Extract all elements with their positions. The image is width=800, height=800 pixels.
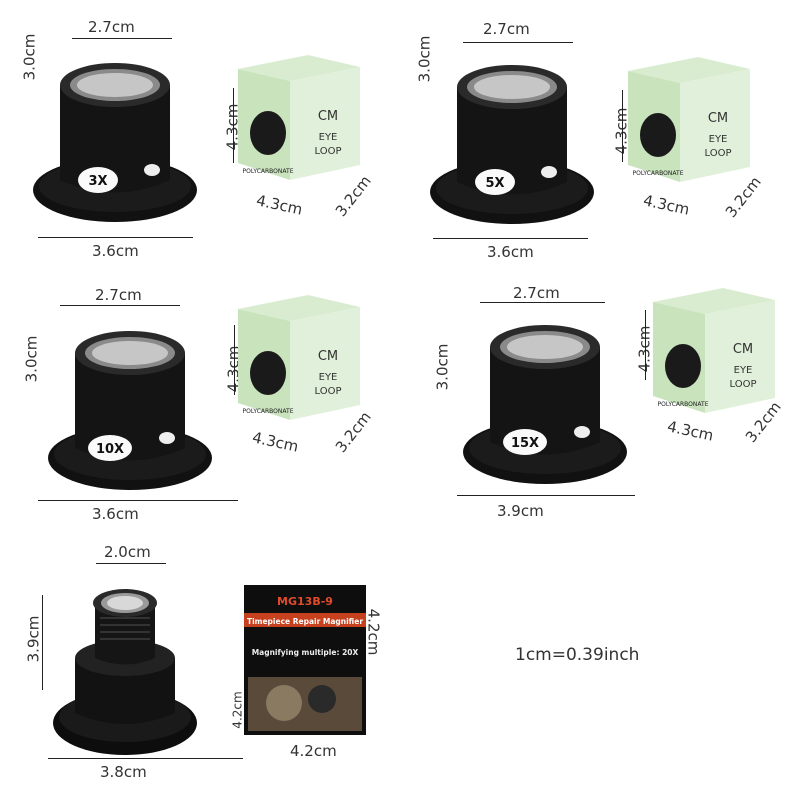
top-diameter-line — [96, 563, 166, 564]
watch-loupe-image — [53, 589, 197, 755]
svg-text:EYE: EYE — [319, 132, 338, 143]
timepiece-box-image: MG13B-9 Timepiece Repair Magnifier Magni… — [244, 585, 366, 735]
svg-text:CM: CM — [318, 349, 338, 364]
box-model: MG13B-9 — [277, 595, 333, 608]
svg-text:CM: CM — [708, 111, 728, 126]
svg-text:POLYCARBONATE: POLYCARBONATE — [242, 168, 293, 175]
svg-text:EYE: EYE — [734, 365, 753, 376]
base-diameter-line — [457, 495, 635, 496]
eye-loop-box-image: POLYCARBONATE CM EYE LOOP — [653, 288, 775, 413]
box-spec: Magnifying multiple: 20X — [252, 648, 359, 657]
svg-text:LOOP: LOOP — [315, 386, 342, 397]
svg-text:LOOP: LOOP — [730, 379, 757, 390]
box-height-line — [645, 310, 646, 380]
box-product-name: Timepiece Repair Magnifier — [247, 617, 363, 626]
box-width-label: 4.3cm — [254, 191, 305, 219]
loupe-panel-15x: 2.7cm 3.0cm 15X 3.9cm 4.3cm POLYCARBONAT… — [395, 270, 800, 530]
watch-loupe-panel: 2.0cm 3.9cm 3.8cm MG13B-9 Timepiece Repa… — [0, 535, 395, 800]
svg-text:POLYCARBONATE: POLYCARBONATE — [632, 170, 683, 177]
base-diameter-line — [38, 500, 238, 501]
eye-loupe-image: 3X — [33, 63, 197, 222]
base-diameter-label: 3.6cm — [487, 243, 534, 261]
box-side-label: 4.2cm — [364, 608, 383, 656]
box-width-label: 4.2cm — [290, 742, 337, 760]
eye-loupe-image: 5X — [430, 65, 594, 224]
svg-text:CM: CM — [318, 109, 338, 124]
loupe-panel-5x: 2.7cm 3.0cm 5X 3.6cm 4.3cm POLYCARBONATE… — [395, 0, 800, 261]
top-diameter-line — [72, 38, 172, 39]
base-diameter-label: 3.6cm — [92, 242, 139, 260]
box-width-label: 4.3cm — [250, 428, 301, 456]
svg-text:POLYCARBONATE: POLYCARBONATE — [657, 401, 708, 408]
magnification-badge: 3X — [88, 174, 107, 189]
eye-loupe-image: 10X — [48, 331, 212, 490]
top-diameter-line — [60, 305, 180, 306]
conversion-note: 1cm=0.39inch — [515, 645, 640, 665]
height-label: 3.0cm — [433, 343, 452, 391]
svg-text:LOOP: LOOP — [315, 146, 342, 157]
top-diameter-line — [463, 42, 573, 43]
svg-text:EYE: EYE — [709, 134, 728, 145]
eye-loop-box-image: POLYCARBONATE CM EYE LOOP — [628, 57, 750, 182]
svg-text:CM: CM — [733, 342, 753, 357]
magnification-badge: 10X — [96, 442, 124, 457]
base-diameter-line — [38, 237, 193, 238]
top-diameter-line — [480, 302, 605, 303]
top-diameter-label: 2.0cm — [104, 543, 151, 561]
eye-loop-box-image: POLYCARBONATE CM EYE LOOP — [238, 295, 360, 420]
eye-loop-box-image: POLYCARBONATE CM EYE LOOP — [238, 55, 360, 180]
top-diameter-label: 2.7cm — [483, 20, 530, 38]
box-height-line — [234, 325, 235, 395]
eye-loupe-image: 15X — [463, 325, 627, 484]
svg-text:EYE: EYE — [319, 372, 338, 383]
box-height-label: 4.2cm — [230, 691, 245, 729]
base-diameter-line — [48, 758, 243, 759]
top-diameter-label: 2.7cm — [95, 286, 142, 304]
height-line — [42, 595, 43, 690]
magnification-badge: 5X — [485, 176, 504, 191]
box-width-label: 4.3cm — [665, 417, 716, 445]
base-diameter-label: 3.9cm — [497, 502, 544, 520]
base-diameter-label: 3.6cm — [92, 505, 139, 523]
top-diameter-label: 2.7cm — [513, 284, 560, 302]
magnification-badge: 15X — [511, 436, 539, 451]
loupe-panel-10x: 2.7cm 3.0cm 10X 3.6cm 4.3cm POLYCARBONAT… — [0, 270, 395, 530]
svg-text:POLYCARBONATE: POLYCARBONATE — [242, 408, 293, 415]
box-height-line — [233, 88, 234, 163]
top-diameter-label: 2.7cm — [88, 18, 135, 36]
base-diameter-line — [433, 238, 588, 239]
svg-text:LOOP: LOOP — [705, 148, 732, 159]
box-height-line — [622, 90, 623, 162]
box-width-label: 4.3cm — [641, 191, 692, 219]
base-diameter-label: 3.8cm — [100, 763, 147, 781]
loupe-panel-3x: 2.7cm 3.0cm 3X 3.6cm 4.3cm POLYCARBONATE… — [0, 0, 395, 260]
